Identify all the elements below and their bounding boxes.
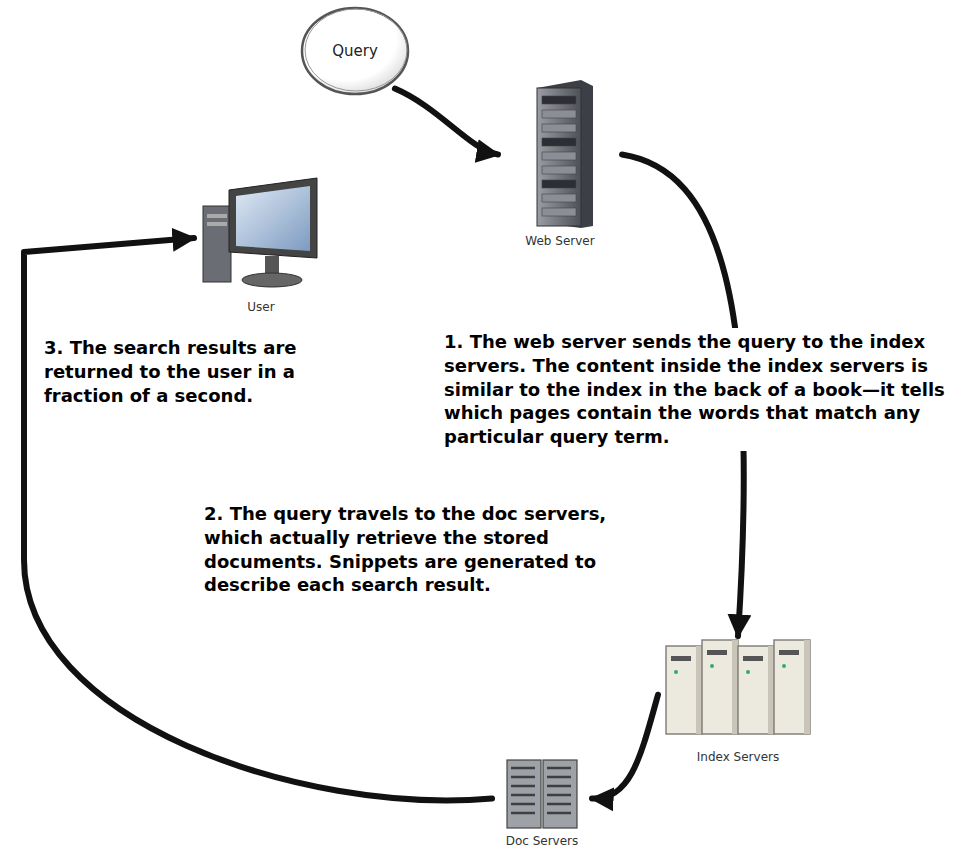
node-label: Index Servers [660,750,816,764]
flow-arrow [395,89,498,155]
step-note: 1. The web server sends the query to the… [440,328,958,451]
web-server-node: Web Server [500,78,620,248]
query-bubble: Query [298,4,412,98]
user-node: User [196,176,326,314]
server-pair-icon [501,758,583,830]
flow-arrow [592,695,658,799]
step-note: 2. The query travels to the doc servers,… [200,500,650,599]
node-label: Doc Servers [494,834,590,848]
server-rack-icon [662,638,814,746]
node-label: Query [332,42,378,60]
node-label: User [196,300,326,314]
doc-servers-node: Doc Servers [494,758,590,848]
computer-icon [199,176,323,296]
server-icon [523,78,597,230]
step-note: 3. The search results are returned to th… [40,334,332,409]
icon-holder [494,758,590,830]
index-servers-node: Index Servers [660,638,816,764]
icon-holder [500,78,620,230]
icon-holder [660,638,816,746]
node-label: Web Server [500,234,620,248]
icon-holder [196,176,326,296]
